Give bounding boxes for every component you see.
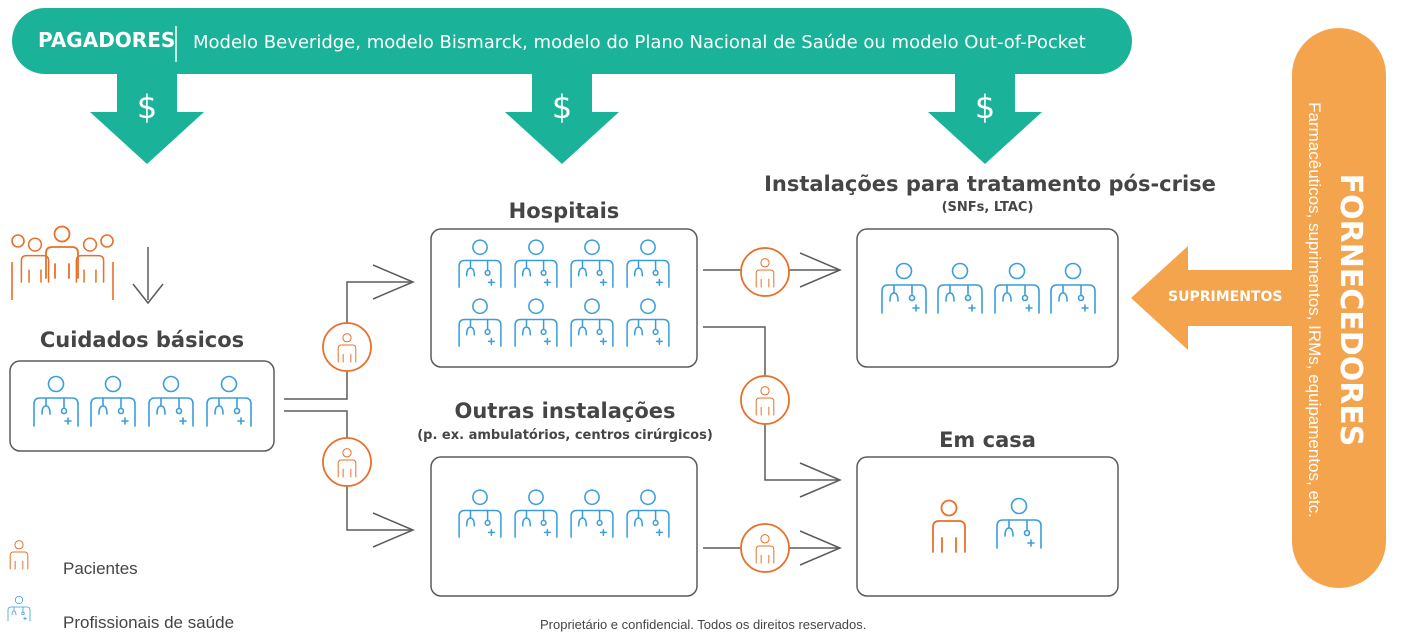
patient-icon [932,499,966,553]
dollar-icon: $ [551,88,573,126]
other-facilities-subtitle: (p. ex. ambulatórios, centros cirúrgicos… [417,428,713,443]
legend-patients-label: Pacientes [63,559,138,578]
patient-icon [755,534,775,564]
healthcare-professional-icon [1050,262,1096,314]
other-facilities-box [430,456,698,597]
healthcare-professional-icon [148,375,194,427]
other-facilities-title: Outras instalações [454,399,676,423]
payers-title: PAGADORES [38,28,175,52]
post-acute-subtitle: (SNFs, LTAC) [941,200,1034,215]
home-title: Em casa [939,428,1036,452]
patient-icon [75,237,105,283]
suppliers-description: Farmacêuticos, suprimentos, IRMs, equipa… [1305,102,1324,518]
patient-icon [337,448,357,478]
healthcare-professional-icon [458,298,502,347]
patient-transfer-icon [740,523,790,573]
healthcare-professional-icon [626,489,670,538]
healthcare-professional-icon [881,262,927,314]
healthcare-professional-icon [514,239,558,288]
healthcare-professional-icon [626,239,670,288]
healthcare-professional-icon [514,298,558,347]
payers-banner [12,8,1132,74]
healthcare-professional-icon [7,595,31,622]
healthcare-professional-icon [206,375,252,427]
hospitals-title: Hospitais [508,199,620,223]
supplies-label: SUPRIMENTOS [1168,289,1283,305]
suppliers-banner [1292,28,1386,588]
healthcare-professional-icon [33,375,79,427]
patient-group-icon [11,225,114,300]
patient-transfer-icon [740,247,790,297]
payment-arrow-left [90,74,204,164]
healthcare-professional-icon [458,489,502,538]
patient-icon [755,386,775,416]
post-acute-box [856,228,1119,368]
post-acute-title: Instalações para tratamento pós-crise [764,172,1216,196]
patient-icon [20,237,50,283]
healthcare-professional-icon [514,489,558,538]
patient-icon [755,258,775,288]
dollar-icon: $ [974,88,996,126]
patient-icon [337,333,357,363]
healthcare-professional-icon [937,262,983,314]
primary-care-title: Cuidados básicos [39,328,245,352]
payers-label: PAGADORES [38,28,176,52]
patient-transfer-icon [740,375,790,425]
home-box [856,456,1119,597]
healthcare-professional-icon [570,489,614,538]
payment-arrow-center [505,74,619,164]
primary-care-box [9,360,275,452]
payers-description: Modelo Beveridge, modelo Bismarck, model… [193,32,1086,53]
suppliers-title: FORNECEDORES [1333,173,1368,447]
legend-professionals-label: Profissionais de saúde [63,613,235,632]
healthcare-professional-icon [626,298,670,347]
supplies-arrow [1131,246,1300,350]
hospitals-box [430,228,698,368]
patient-transfer-icon [322,322,372,372]
healthcare-professional-icon [570,298,614,347]
healthcare-professional-icon [994,262,1040,314]
footer-note: Proprietário e confidencial. Todos os di… [540,617,867,632]
dollar-icon: $ [136,88,158,126]
payment-arrow-right [928,74,1042,164]
healthcare-professional-icon [570,239,614,288]
healthcare-professional-icon [996,497,1042,549]
patient-icon [45,225,79,279]
patient-transfer-icon [322,437,372,487]
patient-icon [9,540,29,570]
healthcare-professional-icon [90,375,136,427]
healthcare-professional-icon [458,239,502,288]
